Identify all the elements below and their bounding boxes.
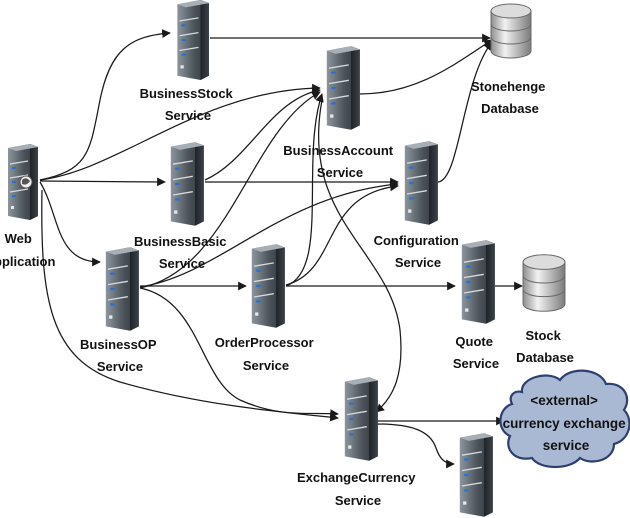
businessstock-label-line-1: BusinessStock <box>140 86 234 101</box>
external-label-line-1: <external> <box>530 393 598 408</box>
web-application-label-line-1: Web <box>5 231 32 246</box>
server-icon <box>461 239 496 325</box>
businessop-label-line-2: Service <box>97 359 143 374</box>
configuration-label-line-1: Configuration <box>374 233 459 248</box>
database-icon <box>490 3 532 59</box>
external-label-line-2: currency exchange <box>503 416 627 431</box>
edge-web-to-businessaccount <box>39 83 321 181</box>
quote-label-line-2: Service <box>453 356 499 371</box>
stock-database-label-line-1: Stock <box>525 328 561 343</box>
cloud-icon <box>499 369 630 469</box>
web-application-node: Web Application <box>0 143 55 269</box>
quote-service-label: Quote Service <box>453 334 499 371</box>
edge-businessop-to-configuration <box>139 180 399 288</box>
server-icon <box>459 432 494 518</box>
businessstock-service-node: BusinessStock Service <box>140 0 237 123</box>
external-label-line-3: service <box>543 438 590 453</box>
configuration-label-line-2: Service <box>395 255 441 270</box>
server-icon <box>251 243 286 329</box>
edge-businessaccount-to-exchangecurrency <box>317 99 402 413</box>
stock-database-label-line-2: Database <box>516 350 574 365</box>
edge-web-to-businessop <box>39 181 101 267</box>
configuration-service-node: Configuration Service <box>374 140 463 270</box>
exchangecurrency-label-line-1: ExchangeCurrency <box>297 470 416 485</box>
exchangecurrency-service-label: ExchangeCurrency Service <box>297 470 419 508</box>
server-icon <box>105 246 140 332</box>
businessop-service-node: BusinessOP Service <box>80 246 160 374</box>
server-icon <box>326 46 361 130</box>
edge-businessop-to-businessaccount <box>139 91 321 289</box>
stonehenge-database-label: Stonehenge Database <box>471 79 549 116</box>
edge-configuration-to-stonehenge <box>437 41 493 183</box>
businessstock-service-label: BusinessStock Service <box>140 86 237 123</box>
server-icon <box>404 140 439 226</box>
edge-businessaccount-to-stonehenge <box>359 39 493 95</box>
edges <box>39 29 523 469</box>
businessaccount-label-line-1: BusinessAccount <box>283 143 393 158</box>
stock-database-node: Stock Database <box>516 254 574 365</box>
businessbasic-label-line-2: Service <box>159 256 205 271</box>
edge-orderprocessor-to-configuration <box>285 182 399 286</box>
businessbasic-label-line-1: BusinessBasic <box>134 234 227 249</box>
stonehenge-label-line-2: Database <box>481 101 539 116</box>
quote-label-line-1: Quote <box>455 334 493 349</box>
businessbasic-service-node: BusinessBasic Service <box>134 141 230 271</box>
configuration-service-label: Configuration Service <box>374 233 463 270</box>
edge-web-to-businessbasic <box>39 177 166 187</box>
server-icon <box>170 141 205 227</box>
external-service-label: <external> currency exchange service <box>503 393 630 453</box>
businessaccount-service-label: BusinessAccount Service <box>283 143 396 180</box>
exchangecurrency-service-node: ExchangeCurrency Service <box>297 376 419 508</box>
stock-database-label: Stock Database <box>516 328 574 365</box>
orderprocessor-service-label: OrderProcessor Service <box>215 335 318 373</box>
lower-server-node <box>459 432 494 518</box>
server-icon <box>176 0 210 80</box>
edge-businessbasic-to-businessaccount <box>204 87 321 181</box>
stonehenge-database-node: Stonehenge Database <box>471 3 549 116</box>
businessstock-label-line-2: Service <box>165 108 211 123</box>
edge-orderprocessor-to-businessaccount <box>285 93 324 287</box>
web-application-label-line-2: Application <box>0 254 55 269</box>
businessbasic-service-label: BusinessBasic Service <box>134 234 230 271</box>
external-currency-service-node: <external> currency exchange service <box>499 369 630 469</box>
stonehenge-label-line-1: Stonehenge <box>471 79 545 94</box>
businessop-service-label: BusinessOP Service <box>80 337 160 374</box>
database-icon <box>522 254 566 312</box>
edge-businessop-to-exchangecurrency <box>139 287 339 418</box>
web-application-label: Web Application <box>0 231 55 269</box>
businessaccount-service-node: BusinessAccount Service <box>283 46 396 180</box>
orderprocessor-label-line-1: OrderProcessor <box>215 335 314 350</box>
businessaccount-label-line-2: Service <box>317 165 363 180</box>
edge-exchangecurrency-to-lower-server <box>375 423 455 469</box>
exchangecurrency-label-line-2: Service <box>335 493 381 508</box>
quote-service-node: Quote Service <box>453 239 499 371</box>
orderprocessor-service-node: OrderProcessor Service <box>215 243 318 373</box>
businessop-label-line-1: BusinessOP <box>80 337 157 352</box>
edge-web-to-businessstock <box>39 29 171 181</box>
server-icon <box>344 376 379 462</box>
web-server-icon <box>7 143 39 221</box>
orderprocessor-label-line-2: Service <box>243 358 289 373</box>
